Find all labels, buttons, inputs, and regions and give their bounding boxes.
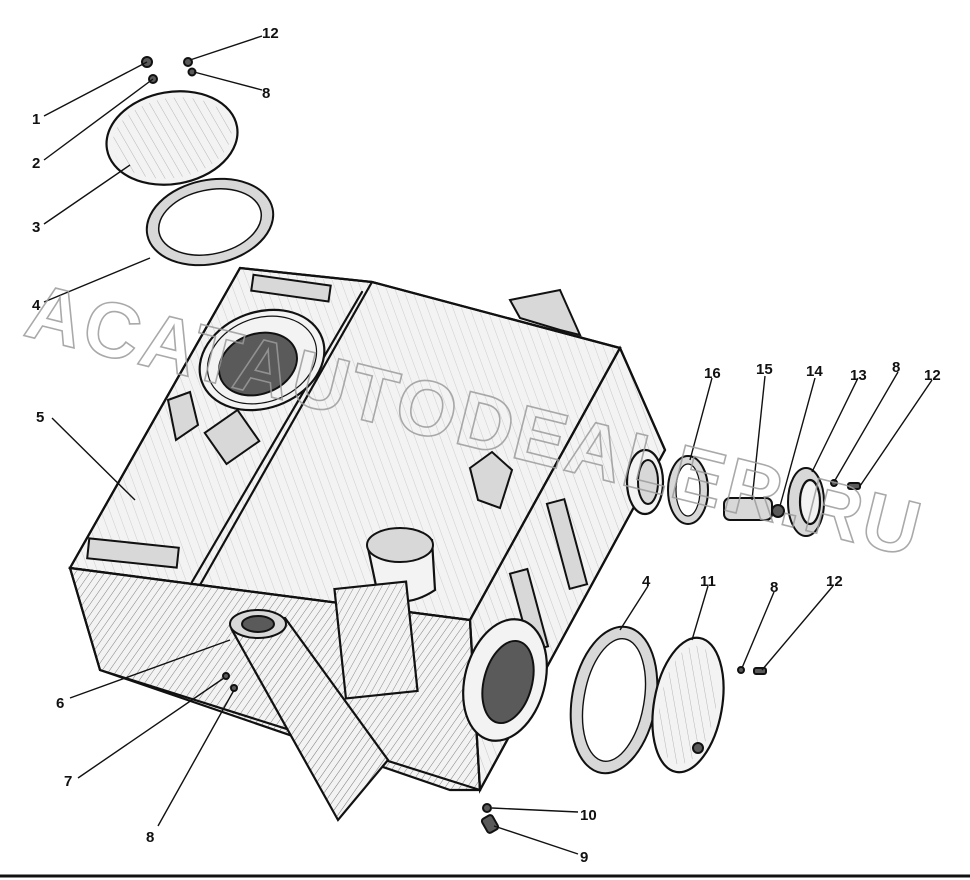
cover-plate-top: [105, 90, 239, 186]
callout-12a: 12: [262, 25, 279, 42]
callout-13: 13: [850, 367, 867, 384]
callout-3: 3: [32, 219, 40, 236]
callout-8b: 8: [262, 85, 270, 102]
callout-9: 9: [580, 849, 588, 866]
washer-lower: [737, 666, 745, 674]
cover-plate-lower: [651, 636, 725, 774]
callout-4a: 4: [32, 297, 41, 314]
leader-lines: [43, 35, 933, 855]
bolt-lower: [753, 667, 767, 675]
gasket-side-small: [667, 455, 709, 525]
callout-8d: 8: [770, 579, 778, 596]
callout-12c: 12: [826, 573, 843, 590]
callout-5: 5: [36, 409, 44, 426]
callout-7: 7: [64, 773, 72, 790]
callout-11: 11: [700, 573, 716, 590]
side-cap: [787, 467, 825, 537]
callout-16: 16: [704, 365, 721, 382]
filter-cartridge: [723, 497, 785, 521]
drain-washer: [482, 803, 492, 813]
gasket-lower: [569, 625, 659, 775]
bolts-top: [141, 56, 197, 84]
fitting-small: [222, 672, 230, 680]
callout-14: 14: [806, 363, 823, 380]
callout-labels: 1 2 3 4 5 6 7 8 8 8 8 9 10 11 12 12 12 1…: [32, 25, 941, 866]
callout-12b: 12: [924, 367, 941, 384]
callout-1: 1: [32, 111, 40, 128]
callout-8a: 8: [146, 829, 154, 846]
drain-plug: [480, 814, 500, 834]
gasket-top: [145, 177, 275, 267]
callout-4b: 4: [642, 573, 651, 590]
callout-8c: 8: [892, 359, 900, 376]
callout-6: 6: [56, 695, 64, 712]
callout-10: 10: [580, 807, 597, 824]
callout-2: 2: [32, 155, 40, 172]
callout-15: 15: [756, 361, 773, 378]
tank-body: [68, 266, 667, 822]
washer-side: [830, 479, 838, 487]
